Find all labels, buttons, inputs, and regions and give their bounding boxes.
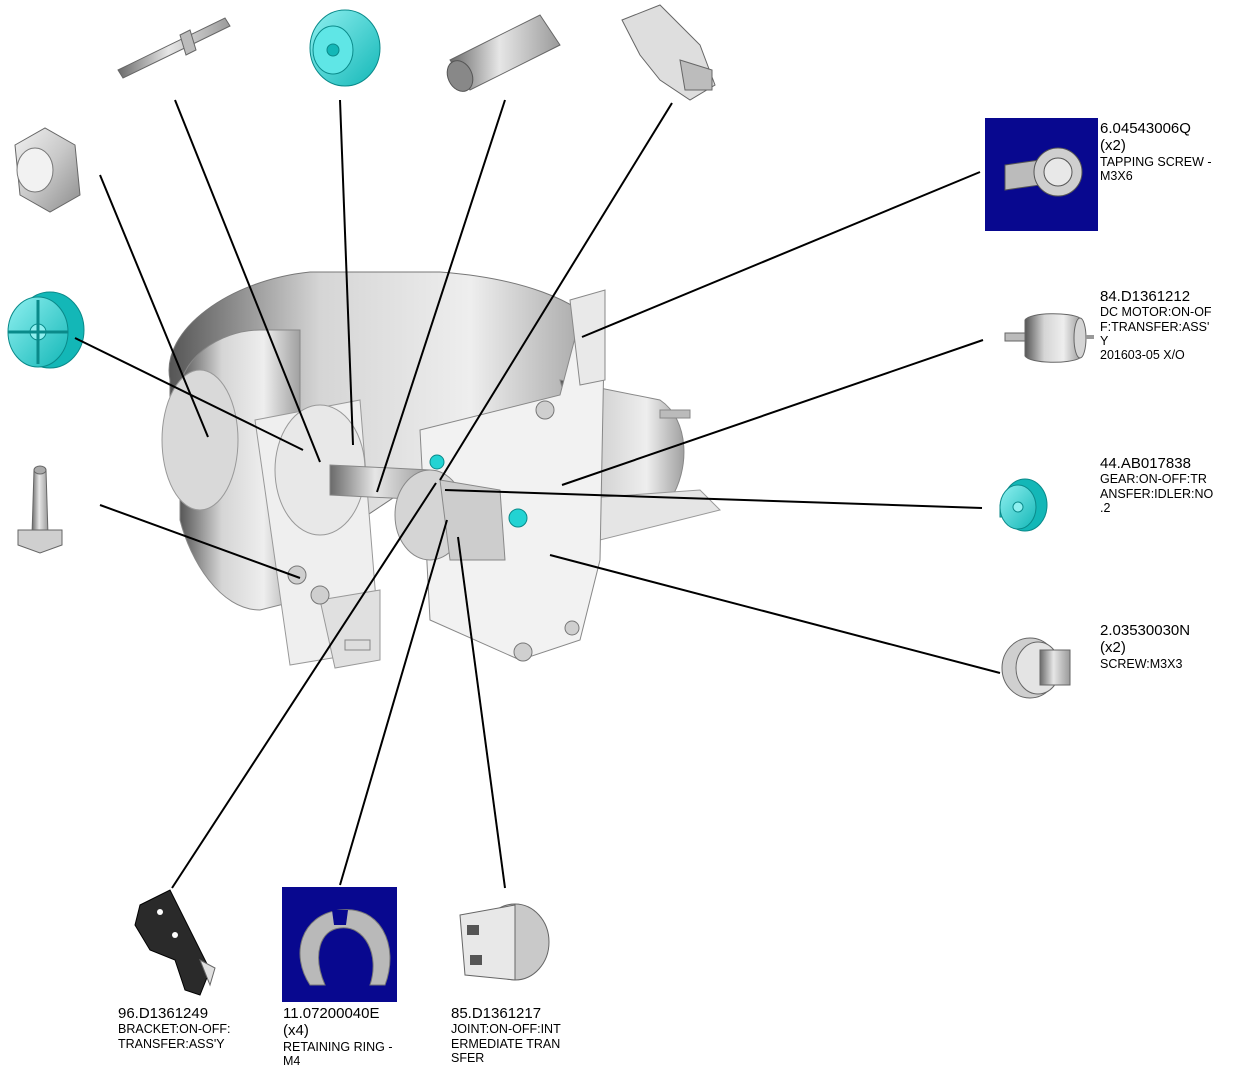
leader-retaining-ring bbox=[339, 519, 448, 886]
part-description: TAPPING SCREW - M3X6 bbox=[1100, 154, 1212, 183]
leader-hex-nut bbox=[99, 174, 209, 438]
part-number: 44.AB017838 bbox=[1100, 455, 1191, 472]
part-number: 2.03530030N bbox=[1100, 622, 1191, 639]
cyan-gear-part bbox=[309, 9, 381, 87]
leader-joint bbox=[457, 536, 506, 889]
part-description: BRACKET:ON-OFF: TRANSFER:ASS'Y bbox=[118, 1022, 231, 1051]
leader-cyan-roller bbox=[74, 337, 304, 451]
callout-gear-idler: 44.AB017838 GEAR:ON-OFF:TR ANSFER:IDLER:… bbox=[1100, 455, 1213, 515]
idler-gear-part bbox=[999, 478, 1048, 532]
tapping-screw-thumb-part bbox=[1004, 147, 1083, 197]
screw-m3x3-part bbox=[1001, 637, 1071, 699]
screw-left-part bbox=[17, 465, 63, 554]
hex-nut-part bbox=[14, 127, 81, 213]
leader-dc-motor bbox=[561, 339, 984, 486]
assembly-screw-plate bbox=[564, 620, 580, 636]
leader-screw-left bbox=[99, 504, 301, 579]
callout-retaining-ring: 11.07200040E (x4) RETAINING RING - M4 bbox=[283, 1005, 393, 1068]
callout-tapping-screw: 6.04543006Q (x2) TAPPING SCREW - M3X6 bbox=[1100, 120, 1212, 183]
shaft-pin-part bbox=[117, 17, 231, 79]
leader-screw-m3x3 bbox=[549, 554, 1001, 674]
leader-bracket bbox=[171, 482, 437, 889]
part-description: RETAINING RING - M4 bbox=[283, 1039, 393, 1068]
leader-tube bbox=[376, 99, 506, 493]
leader-shaft-pin bbox=[174, 99, 321, 463]
part-number: 84.D1361212 bbox=[1100, 288, 1191, 305]
leader-cyan-gear bbox=[339, 99, 354, 446]
bracket-part bbox=[134, 889, 216, 996]
main-plate bbox=[419, 299, 606, 661]
leader-idler-gear bbox=[444, 489, 983, 509]
assembly-idler-gear bbox=[508, 508, 528, 528]
quantity: (x4) bbox=[283, 1022, 309, 1040]
part-number: 11.07200040E bbox=[283, 1005, 380, 1022]
motor-shaft-rear bbox=[659, 409, 691, 419]
clamp-part bbox=[621, 4, 716, 101]
part-description: GEAR:ON-OFF:TR ANSFER:IDLER:NO .2 bbox=[1100, 472, 1214, 515]
part-number: 96.D1361249 bbox=[118, 1005, 209, 1022]
assembly-screw-left bbox=[287, 565, 307, 585]
quantity: (x2) bbox=[1100, 639, 1126, 657]
plate-top-tab bbox=[569, 289, 606, 386]
dc-motor-part bbox=[1004, 313, 1094, 363]
assembly-screw-bottom bbox=[513, 642, 533, 662]
part-description: DC MOTOR:ON-OF F:TRANSFER:ASS' Y 201603-… bbox=[1100, 305, 1212, 363]
assembly-screw-left-2 bbox=[310, 585, 330, 605]
part-description: SCREW:M3X3 bbox=[1100, 656, 1183, 671]
quantity: (x2) bbox=[1100, 137, 1126, 155]
leader-tapping-screw bbox=[581, 171, 981, 338]
leader-lines bbox=[74, 99, 1001, 889]
part-number: 6.04543006Q bbox=[1100, 120, 1191, 137]
callout-joint: 85.D1361217 JOINT:ON-OFF:INT ERMEDIATE T… bbox=[451, 1005, 561, 1065]
joint-part bbox=[459, 903, 550, 981]
main-assembly bbox=[161, 271, 721, 669]
tube-part bbox=[446, 14, 561, 92]
assembly-cyan-gear-top bbox=[429, 454, 445, 470]
leader-clamp bbox=[439, 102, 673, 481]
motor-end-cap bbox=[161, 369, 239, 511]
part-number: 85.D1361217 bbox=[451, 1005, 542, 1022]
retaining-ring-part bbox=[299, 909, 391, 986]
callout-dc-motor: 84.D1361212 DC MOTOR:ON-OF F:TRANSFER:AS… bbox=[1100, 288, 1212, 363]
assembly-screw-right bbox=[535, 400, 555, 420]
callout-bracket: 96.D1361249 BRACKET:ON-OFF: TRANSFER:ASS… bbox=[118, 1005, 231, 1051]
callout-screw-m3x3: 2.03530030N (x2) SCREW:M3X3 bbox=[1100, 622, 1190, 671]
cyan-roller-part bbox=[7, 291, 85, 369]
part-description: JOINT:ON-OFF:INT ERMEDIATE TRAN SFER bbox=[451, 1022, 561, 1065]
assembly-pin bbox=[344, 639, 371, 651]
joint-block bbox=[439, 479, 506, 561]
